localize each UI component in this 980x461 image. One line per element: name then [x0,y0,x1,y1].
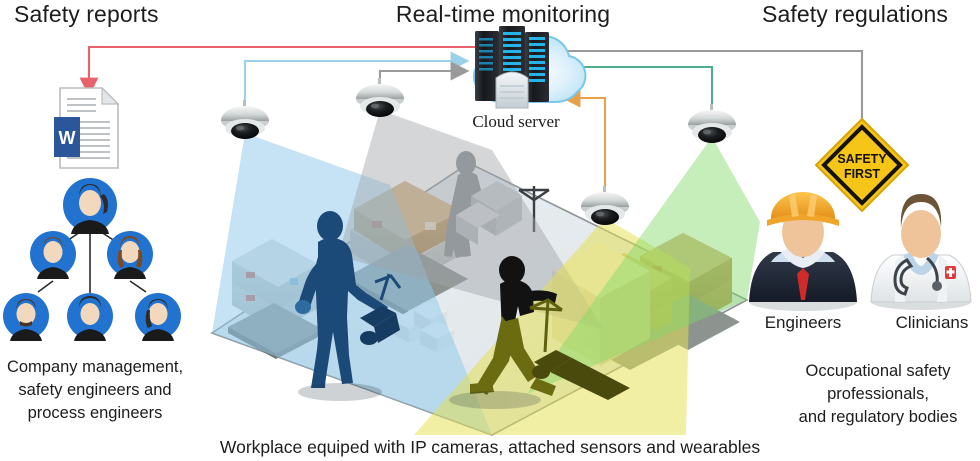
title-safety-reports: Safety reports [14,1,159,27]
camera-4-green[interactable] [688,104,736,143]
line-camera4-to-cloud [542,57,714,112]
line-reports-to-document [79,45,489,97]
camera-2-gray[interactable] [356,78,404,117]
org-chart-caption-line-2: safety engineers and [18,381,172,399]
worker-gray-silhouette [444,151,499,258]
org-node-bottom-right[interactable] [135,293,181,341]
org-node-right-mid[interactable] [107,231,153,279]
camera-cone-gray [338,110,604,330]
org-chart-caption-line-3: process engineers [27,404,163,422]
org-node-left-mid[interactable] [30,231,76,279]
safety-sign-line1: SAFETY [837,152,887,166]
pallet-jack-handle-center [518,186,550,232]
camera-3-yellow[interactable] [581,186,629,225]
stakeholders-caption-line-3: and regulatory bodies [798,408,958,426]
word-badge-letter: W [59,128,76,148]
pallet-jack-wheels-blue [360,306,400,345]
line-camera1-to-cloud [243,51,470,108]
stakeholders-caption-line-2: professionals, [827,385,929,403]
engineer-avatar-icon[interactable] [749,192,857,311]
stakeholders-caption-line-1: Occupational safety [805,362,951,380]
clinician-avatar-icon[interactable] [870,194,972,310]
camera-1-blue[interactable] [221,100,269,139]
floor-shadows [298,383,541,409]
pallet-jack-blue [374,273,402,301]
org-node-bottom-center[interactable] [67,293,113,341]
engineers-label: Engineers [764,313,842,332]
workplace-caption: Workplace equiped with IP cameras, attac… [219,437,761,457]
safety-sign-line2: FIRST [844,167,880,181]
gray-cart [456,181,522,245]
line-regulations-to-cloud [537,41,864,128]
title-real-time-monitoring: Real-time monitoring [395,1,611,27]
cloud-server-label: Cloud server [472,112,560,131]
worker-blue-silhouette [295,211,388,388]
pallet-jack-dark [529,298,563,353]
org-node-top[interactable] [63,178,117,234]
worker-dark-silhouette-legs [470,316,556,396]
pallet-jack-wheels-dark [532,350,630,400]
title-safety-regulations: Safety regulations [762,1,948,27]
clinicians-label: Clinicians [895,313,969,332]
camera-cone-green [527,137,760,394]
line-camera3-to-cloud [561,88,607,196]
org-node-bottom-left[interactable] [3,293,49,341]
front-server [495,71,529,109]
org-chart-caption-line-1: Company management, [6,358,184,376]
